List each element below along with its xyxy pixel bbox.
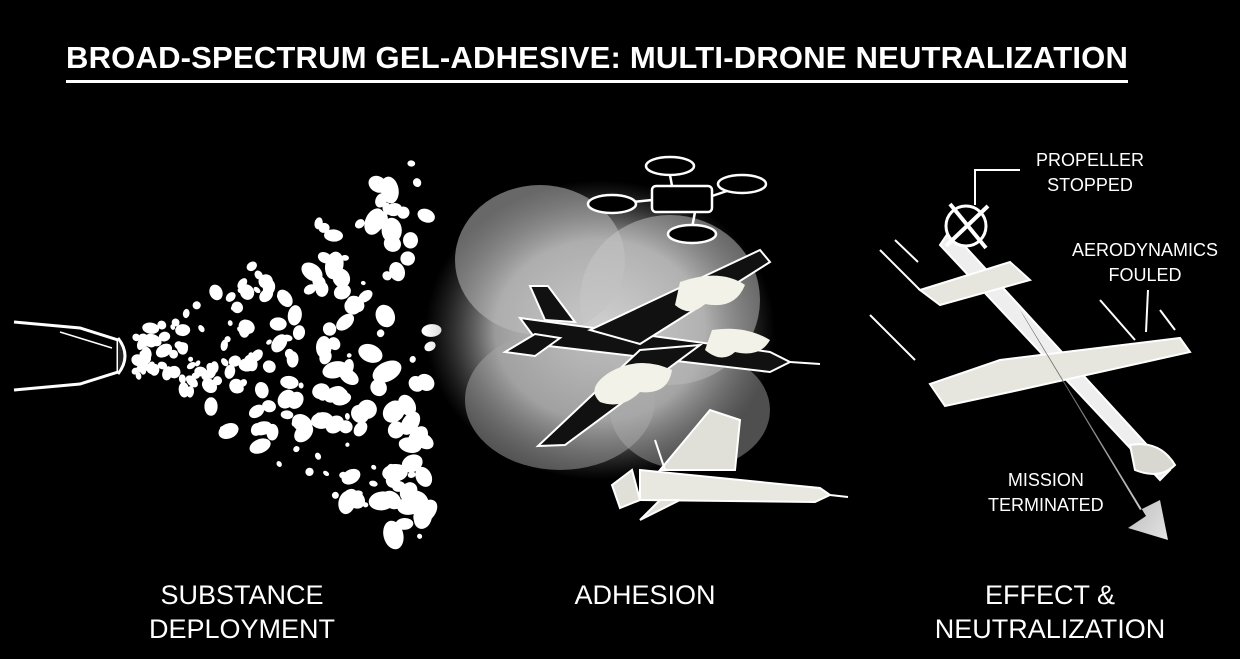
spray-nozzle-icon bbox=[13, 320, 127, 392]
propeller-label-line2: STOPPED bbox=[1047, 175, 1133, 195]
stage-caption-line: EFFECT & bbox=[984, 580, 1116, 610]
aero-label-line1: AERODYNAMICS bbox=[1072, 240, 1219, 260]
quadcopter-drone-icon bbox=[586, 155, 768, 245]
downward-arrow-icon bbox=[1020, 310, 1168, 540]
propeller-stopped-label: PROPELLER STOPPED bbox=[1036, 148, 1144, 198]
neutralized-drone-icon bbox=[917, 202, 1192, 482]
aero-callout-line bbox=[1145, 289, 1149, 333]
aerodynamics-fouled-label: AERODYNAMICS FOULED bbox=[1072, 238, 1218, 288]
fixed-wing-drone-icon bbox=[502, 248, 821, 448]
propeller-label-line1: PROPELLER bbox=[1036, 150, 1145, 170]
mission-label-line2: TERMINATED bbox=[988, 495, 1104, 515]
stage-caption-line: NEUTRALIZATION bbox=[934, 614, 1166, 644]
stage-caption-line: DEPLOYMENT bbox=[148, 614, 336, 644]
aero-label-line2: FOULED bbox=[1108, 265, 1182, 285]
stage-caption-adhesion: ADHESION bbox=[574, 578, 715, 612]
mission-label-line1: MISSION bbox=[1007, 470, 1084, 490]
mission-terminated-label: MISSION TERMINATED bbox=[988, 468, 1104, 518]
stage-caption-effect: EFFECT & NEUTRALIZATION bbox=[935, 578, 1166, 646]
diagram-title: BROAD-SPECTRUM GEL-ADHESIVE: MULTI-DRONE… bbox=[66, 38, 1129, 83]
stage-caption-line: SUBSTANCE bbox=[160, 580, 324, 610]
stage-caption-line: ADHESION bbox=[574, 580, 716, 610]
propeller-callout-line bbox=[974, 169, 1020, 205]
gel-droplets-icon bbox=[131, 160, 442, 550]
stage-caption-deployment: SUBSTANCE DEPLOYMENT bbox=[149, 578, 335, 646]
motion-streaks bbox=[869, 239, 1176, 361]
delta-wing-drone-icon bbox=[610, 408, 849, 521]
